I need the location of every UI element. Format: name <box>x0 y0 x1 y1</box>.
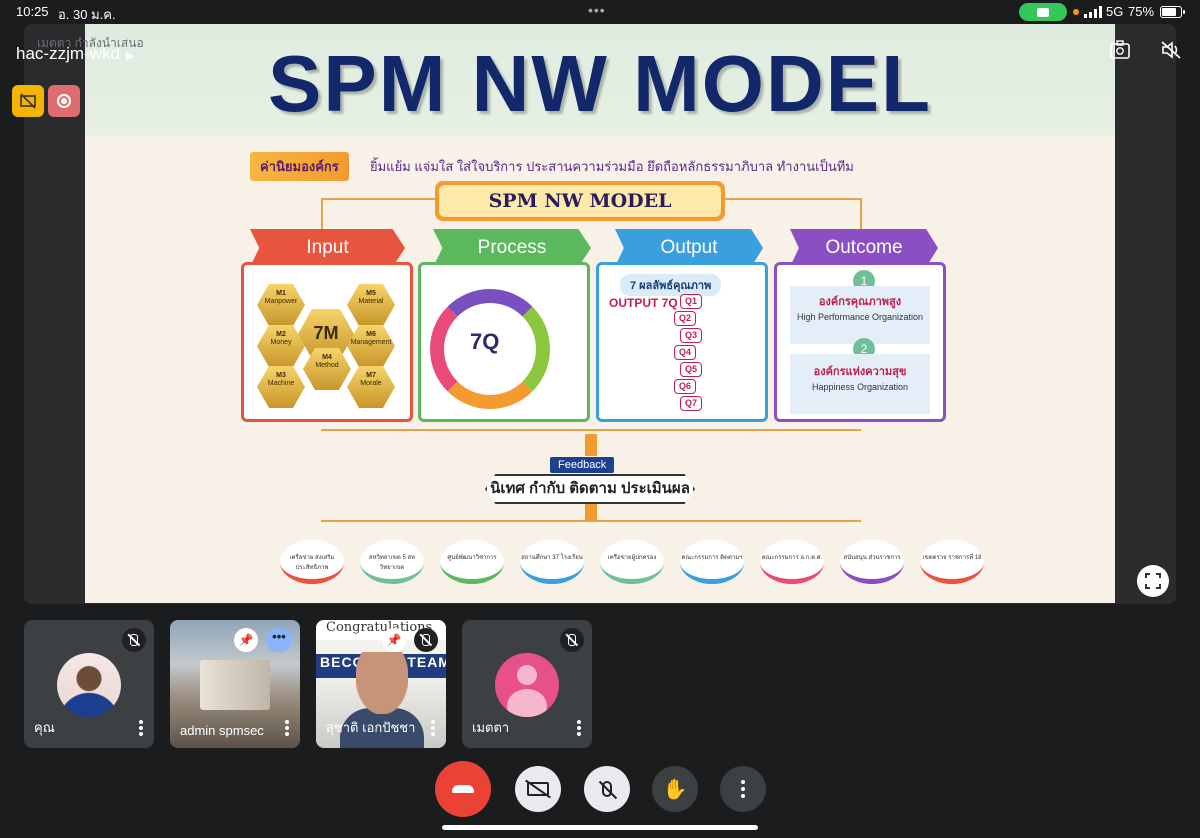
more-vert-icon <box>741 780 745 798</box>
outcome-card-2: องค์กรแห่งความสุข Happiness Organization <box>790 354 930 414</box>
participant-name: สุชาติ เอกปัชชา <box>326 720 416 735</box>
more-options-button[interactable] <box>720 766 766 812</box>
partner-org: คณะกรรมการ ติดตามฯ <box>680 540 744 584</box>
more-vert-icon[interactable] <box>280 720 294 736</box>
multitask-dots[interactable]: ••• <box>588 2 606 18</box>
captions-off-icon[interactable] <box>12 85 44 117</box>
video-banner-top: Congratulations <box>316 620 446 640</box>
output-item-q6: Q6 <box>674 379 696 394</box>
participant-tile-self[interactable]: คุณ <box>24 620 154 748</box>
hand-icon: ✋ <box>662 778 688 801</box>
more-vert-icon[interactable] <box>134 720 148 736</box>
column-outcome: Outcome <box>790 229 938 267</box>
output-item-q3: Q3 <box>680 328 702 343</box>
participant-tile-metta[interactable]: เมตตา <box>462 620 592 748</box>
cellular-signal-icon <box>1084 6 1102 18</box>
shared-slide: SPM NW MODEL ค่านิยมองค์กร ยิ้มแย้ม แจ่ม… <box>85 24 1115 603</box>
battery-percent: 75% <box>1128 4 1155 19</box>
fullscreen-button[interactable] <box>1137 565 1169 597</box>
column-process: Process <box>433 229 591 267</box>
output-item-q5: Q5 <box>680 362 702 377</box>
model-label: SPM NW MODEL <box>439 185 721 217</box>
phone-hangup-icon <box>452 785 474 793</box>
partner-org: เครือข่าย ส่งเสริม ประสิทธิภาพ <box>280 540 344 584</box>
partner-org: สหวิทยาเขต 5 สหวิทยาเขต <box>360 540 424 584</box>
output-item-q2: Q2 <box>674 311 696 326</box>
clock: 10:25 <box>16 4 49 19</box>
partner-org: เขตตรวจ ราชการที่ 18 <box>920 540 984 584</box>
more-vert-icon[interactable] <box>426 720 440 736</box>
pin-icon[interactable]: 📌 <box>234 628 258 652</box>
outcome-card-1: องค์กรคุณภาพสูง High Performance Organiz… <box>790 286 930 344</box>
meeting-code[interactable]: hac-zzjm-wkd▶ <box>16 44 135 63</box>
partner-org: สนับสนุน ส่วนราชการ <box>840 540 904 584</box>
slide-header <box>85 24 1115 136</box>
presenter-note: เมตตา กำลังนำเสนอ <box>37 36 144 50</box>
network-type: 5G <box>1106 4 1124 19</box>
feedback-label: Feedback <box>550 457 615 473</box>
output-badge: OUTPUT 7Q <box>609 296 678 310</box>
process-center: 7Q <box>470 329 500 354</box>
participant-tile-admin[interactable]: 📌 ••• admin spmsec <box>170 620 300 748</box>
avatar <box>495 653 559 717</box>
mic-off-icon <box>414 628 438 652</box>
end-call-button[interactable] <box>435 761 491 817</box>
slide-title: SPM NW MODEL <box>268 39 932 128</box>
participant-name: คุณ <box>34 720 55 735</box>
mic-in-use-indicator <box>1073 9 1079 15</box>
partner-org: สถานศึกษา 37 โรงเรียน <box>520 540 584 584</box>
camera-off-icon <box>527 782 549 796</box>
column-output: Output <box>615 229 763 267</box>
partner-org: เครือข่ายผู้ปกครอง <box>600 540 664 584</box>
participant-tile-suchart[interactable]: Congratulations BECOME A TEAM 📌 สุชาติ เ… <box>316 620 446 748</box>
values-label: ค่านิยมองค์กร <box>250 152 349 181</box>
date: อ. 30 ม.ค. <box>58 7 116 22</box>
mic-toggle-button[interactable] <box>584 766 630 812</box>
mic-off-icon <box>122 628 146 652</box>
output-item-q1: Q1 <box>680 294 702 309</box>
speaker-off-icon[interactable] <box>1160 40 1182 65</box>
chevron-right-icon: ▶ <box>125 50 135 62</box>
partner-org: คณะกรรมการ อ.ก.ค.ศ. <box>760 540 824 584</box>
raise-hand-button[interactable]: ✋ <box>652 766 698 812</box>
home-indicator[interactable] <box>442 825 758 830</box>
status-bar: 10:25 อ. 30 ม.ค. ••• 5G 75% <box>0 0 1200 24</box>
more-vert-icon[interactable] <box>572 720 586 736</box>
switch-camera-icon[interactable] <box>1109 40 1131 65</box>
output-item-q4: Q4 <box>674 345 696 360</box>
participant-name: เมตตา <box>472 720 510 735</box>
pin-icon[interactable]: 📌 <box>382 628 406 652</box>
more-horiz-icon[interactable]: ••• <box>266 628 292 652</box>
monitor-evaluate-label: นิเทศ กำกับ ติดตาม ประเมินผล <box>485 474 695 504</box>
mic-off-icon <box>602 781 612 797</box>
column-input: Input <box>250 229 405 267</box>
model-banner: SPM NW MODEL <box>435 181 725 221</box>
avatar <box>57 653 121 717</box>
values-text: ยิ้มแย้ม แจ่มใส ใส่ใจบริการ ประสานความร่… <box>370 159 854 174</box>
camera-in-use-icon <box>1019 3 1067 21</box>
partner-org: ศูนย์พัฒนาวิชาการ <box>440 540 504 584</box>
output-heading: 7 ผลลัพธ์คุณภาพ <box>620 274 722 296</box>
output-item-q7: Q7 <box>680 396 702 411</box>
battery-icon <box>1160 6 1185 18</box>
partner-organizations: เครือข่าย ส่งเสริม ประสิทธิภาพ สหวิทยาเขต… <box>280 540 1000 590</box>
fullscreen-icon <box>1145 573 1161 589</box>
mic-off-icon <box>560 628 584 652</box>
camera-toggle-button[interactable] <box>515 766 561 812</box>
participant-name: admin spmsec <box>180 723 264 738</box>
recording-icon[interactable] <box>48 85 80 117</box>
